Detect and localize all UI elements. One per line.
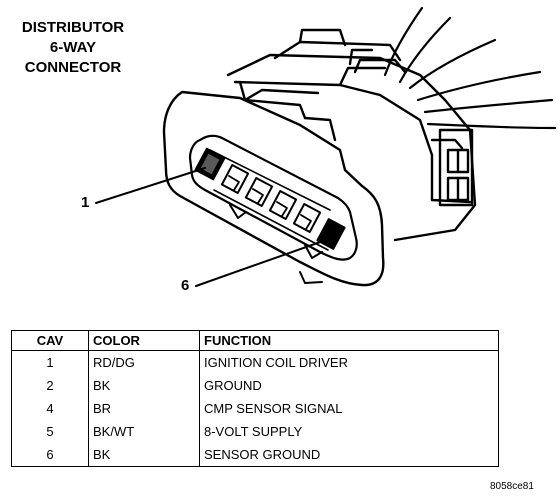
cavity-table: CAV COLOR FUNCTION 1 RD/DG IGNITION COIL… [11,330,499,467]
function-cell: SENSOR GROUND [199,443,499,467]
cav-cell: 2 [11,374,89,397]
function-cell: 8-VOLT SUPPLY [199,420,499,443]
header-cav: CAV [11,330,89,351]
function-cell: CMP SENSOR SIGNAL [199,397,499,420]
table-row: 4 BR CMP SENSOR SIGNAL [11,397,499,420]
cavity-4 [268,190,298,220]
pin-1-callout: 1 [81,194,90,211]
function-cell: GROUND [199,374,499,397]
connector-illustration [95,6,557,287]
side-latch [438,128,474,207]
table-row: 6 BK SENSOR GROUND [11,443,499,467]
title-line-3: CONNECTOR [24,59,122,76]
table-header-row: CAV COLOR FUNCTION [11,330,499,351]
cavity-3 [244,177,274,207]
bottom-keys [229,204,323,284]
top-latch [238,80,337,142]
cav-cell: 4 [11,397,89,420]
cavity-1 [194,147,226,181]
color-cell: RD/DG [88,350,200,374]
connector-outer-shell [162,90,385,287]
connector-rear-housing [226,28,477,242]
cav-cell: 1 [11,350,89,374]
leader-line-pin-1 [95,167,206,204]
color-cell: BK/WT [88,420,200,443]
cavity-5 [292,203,322,233]
title-line-2: 6-WAY [49,39,97,56]
connector-face-inner-rim [209,149,331,251]
wire-bundle [383,6,557,130]
color-cell: BR [88,397,200,420]
title-line-1: DISTRIBUTOR [21,19,125,36]
table-row: 1 RD/DG IGNITION COIL DRIVER [11,350,499,374]
figure-id: 8058ce81 [490,481,534,492]
pin-6-callout: 6 [181,277,190,294]
leader-line-pin-6 [195,239,327,287]
header-color: COLOR [88,330,200,351]
table-row: 5 BK/WT 8-VOLT SUPPLY [11,420,499,443]
header-function: FUNCTION [199,330,499,351]
color-cell: BK [88,374,200,397]
diagram-title: DISTRIBUTOR 6-WAY CONNECTOR [8,18,138,78]
connector-face [188,134,358,261]
cav-cell: 5 [11,420,89,443]
cavity-2 [220,164,250,194]
cav-cell: 6 [11,443,89,467]
table-row: 2 BK GROUND [11,374,499,397]
color-cell: BK [88,443,200,467]
cavity-6 [316,218,346,250]
function-cell: IGNITION COIL DRIVER [199,350,499,374]
